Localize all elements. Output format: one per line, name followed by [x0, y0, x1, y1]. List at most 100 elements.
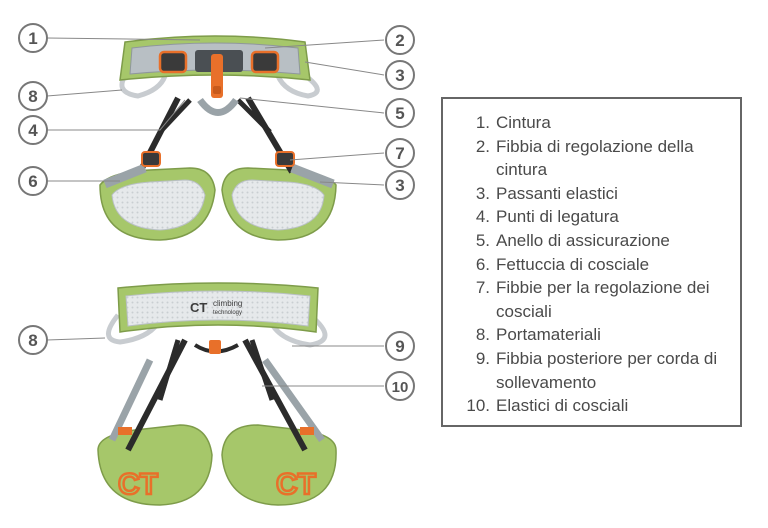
legend-item-text: Fettuccia di cosciale	[496, 254, 650, 274]
gear-loop-left	[119, 70, 168, 99]
tie-in-tab-ring	[213, 86, 221, 94]
leader-t2	[264, 39, 385, 49]
legend-item: 5. Anello di assicurazione	[455, 229, 740, 253]
top-callout-label-7: 6	[28, 172, 37, 191]
leader-t8	[46, 89, 123, 97]
legend-item-number: 6.	[475, 254, 490, 274]
top-callout-label-5: 5	[395, 104, 404, 123]
rear-right-leg-loop	[221, 424, 337, 506]
legend-item: 9. Fibbia posteriore per corda di solleva…	[455, 347, 740, 394]
rear-gear-loop-left	[106, 313, 163, 345]
legend-item: 1. Cintura	[455, 111, 740, 135]
rear-strap-a	[125, 338, 188, 452]
top-callout-label-4: 4	[28, 121, 38, 140]
legend-item-number: 2.	[475, 136, 490, 156]
legend-item-text: Fibbia di regolazione della cintura	[496, 136, 694, 180]
leg-strap-left-2	[158, 98, 192, 134]
top-callout-label-1: 2	[395, 31, 404, 50]
rear-waist-pad	[125, 290, 311, 327]
brand-logo: CT climbing technology	[190, 299, 242, 316]
legend-item: 10. Elastici di cosciali	[455, 394, 740, 418]
top-callout-circle-8	[385, 170, 415, 200]
top-callout-circle-7	[18, 166, 48, 196]
leg-strap-right-2	[236, 98, 272, 134]
brand-logo-mark: CT	[190, 300, 207, 315]
leader-t5	[239, 97, 385, 114]
legend-item: 2. Fibbia di regolazione della cintura	[455, 135, 740, 182]
top-callout-circle-2	[385, 60, 415, 90]
legend-item-text: Elastici di cosciali	[496, 396, 629, 416]
leader-t7	[289, 152, 385, 161]
belay-loop	[197, 97, 239, 116]
leader-t3b	[319, 181, 385, 186]
right-leg-pad	[231, 179, 325, 231]
brand-name: climbing	[213, 299, 242, 308]
rear-strap-c	[157, 339, 181, 401]
top-callout-circle-3	[18, 81, 48, 111]
legend-item-text: Passanti elastici	[496, 183, 618, 203]
bottom-callout-label-1: 9	[395, 337, 404, 356]
legend-item: 7. Fibbie per la regolazione dei cosciali	[455, 276, 740, 323]
harness-rear: CT CT CT climbing technology	[97, 282, 337, 506]
belt-buckle-left	[158, 50, 188, 74]
leader-t1	[46, 37, 201, 41]
leg-buckle-left	[141, 151, 161, 167]
rear-elastic-right	[262, 357, 325, 443]
leader-b8	[46, 337, 106, 341]
rear-tab-right	[300, 427, 314, 435]
legend-item-text: Portamateriali	[496, 325, 601, 345]
legend-item-text: Fibbie per la regolazione dei cosciali	[496, 278, 710, 321]
legend-item-text: Anello di assicurazione	[496, 230, 670, 250]
legend-item-number: 4.	[475, 207, 490, 227]
top-callout-label-8: 3	[395, 176, 404, 195]
top-callout-label-6: 7	[395, 144, 404, 163]
bottom-callout-circle-0	[18, 325, 48, 355]
legend-item: 6. Fettuccia di cosciale	[455, 253, 740, 277]
bottom-callout-label-2: 10	[392, 379, 409, 396]
bottom-callout-circle-1	[385, 331, 415, 361]
legend-item-text: Cintura	[496, 113, 551, 132]
legend-item-text: Punti di legatura	[496, 207, 619, 227]
callouts-top: 1 2 3 8 4 5 7 6 3	[18, 23, 415, 200]
rear-tab-left	[118, 427, 132, 435]
top-callout-label-0: 1	[28, 29, 37, 48]
top-callout-circle-5	[385, 98, 415, 128]
top-callout-label-2: 3	[395, 66, 404, 85]
top-callout-label-3: 8	[28, 87, 37, 106]
leg-buckle-right	[275, 151, 295, 167]
rear-elastic-left	[108, 358, 154, 442]
top-callout-circle-0	[18, 23, 48, 53]
rear-right-logo: CT	[276, 468, 316, 501]
gear-loop-right	[275, 69, 320, 99]
legend-item: 4. Punti di legatura	[455, 205, 740, 229]
legend-item-number: 1.	[475, 113, 490, 132]
legend-item-text: Fibbia posteriore per corda di sollevame…	[496, 348, 718, 392]
legend-item-number: 5.	[475, 230, 490, 250]
top-callout-circle-4	[18, 115, 48, 145]
legend-box: 1. Cintura 2. Fibbia di regolazione della c…	[441, 97, 742, 427]
rear-left-logo: CT	[118, 468, 158, 501]
brand-subtitle: technology	[213, 310, 242, 316]
harness-front	[99, 35, 337, 241]
left-leg-pad	[111, 179, 206, 231]
leader-t3a	[304, 61, 385, 76]
rear-strap-d	[249, 339, 275, 401]
legend-item-number: 10.	[466, 396, 490, 416]
legend-item-number: 8.	[475, 325, 490, 345]
legend-item-number: 9.	[475, 348, 490, 368]
callout-leaders	[46, 37, 385, 387]
bottom-callout-circle-2	[385, 371, 415, 401]
top-callout-circle-6	[385, 138, 415, 168]
leg-webbing-right	[290, 163, 335, 189]
rear-gear-loop-right	[267, 313, 328, 348]
top-callout-circle-1	[385, 25, 415, 55]
legend-item-number: 7.	[475, 278, 490, 298]
leader-t4	[47, 99, 186, 131]
legend-item-number: 3.	[475, 183, 490, 203]
legend-list: 1. Cintura 2. Fibbia di regolazione della c…	[443, 99, 740, 418]
legend-item: 3. Passanti elastici	[455, 182, 740, 206]
legend-item: 8. Portamateriali	[455, 323, 740, 347]
rear-haul-buckle	[209, 340, 221, 354]
belt-buckle-right	[250, 50, 280, 74]
